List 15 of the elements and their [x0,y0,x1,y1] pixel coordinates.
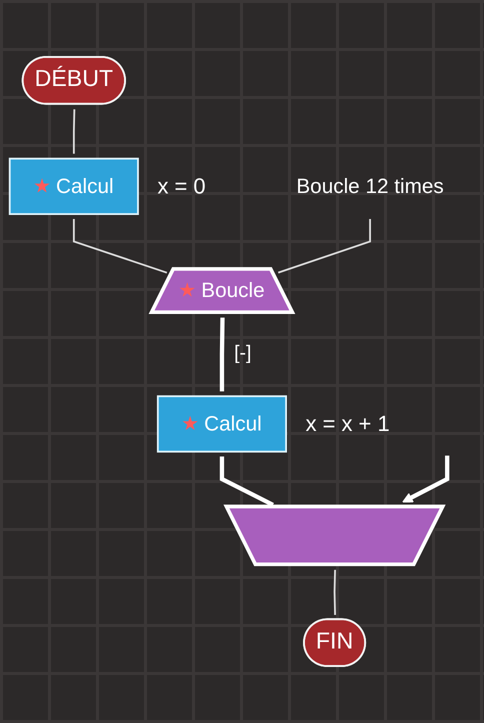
connector-line [72,218,168,274]
comment-text: Boucle 12 times [296,174,444,198]
step-title: Calcul [204,412,262,436]
edge-label: [-] [234,342,252,366]
connector-line [220,318,225,392]
step-title: Boucle [201,278,265,302]
connector-line [72,109,76,154]
terminal-label: DÉBUT [34,66,114,92]
statement-text: x = 0 [157,174,206,199]
terminal-label: FIN [316,628,354,655]
leader-line [278,218,371,274]
connector-line [334,570,336,615]
statement-text: x = x + 1 [306,411,390,436]
arrow [402,456,450,503]
step-title: Calcul [56,174,114,198]
